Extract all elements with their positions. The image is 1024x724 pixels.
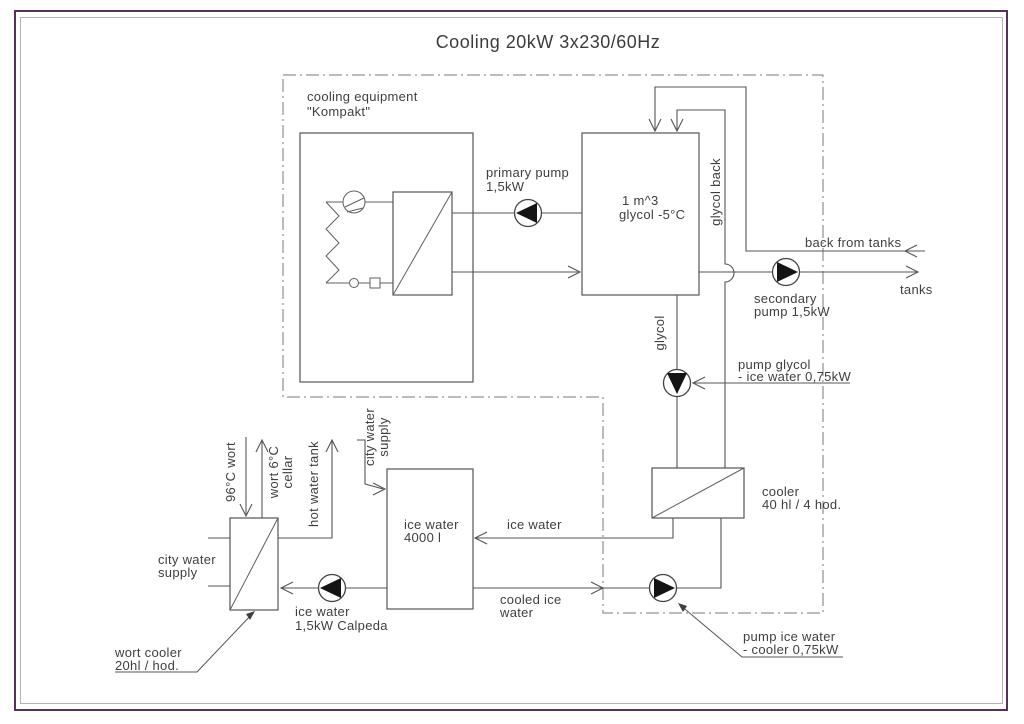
label-ice-water-line: ice water [507,517,562,532]
cooler-label-1: cooler [762,484,800,499]
arrow-into-tank-top-right [670,118,684,133]
calpeda-pump-label-1: ice water [295,604,350,619]
wort-cooler: wort cooler 20hl / hod. [114,517,279,673]
ice-water-tank-label-1: ice water [404,517,459,532]
ice-water-tank: ice water 4000 l [386,468,474,610]
cooler-diagonal [651,467,745,519]
secondary-pump: secondary pump 1,5kW [754,257,830,319]
arrow-wort-out [255,438,269,453]
label-wort-in: 96°C wort [223,442,238,502]
kompakt-label-2: "Kompakt" [307,104,370,119]
label-city-water-wort-2: supply [158,565,198,580]
arrow-to-tanks [905,265,920,279]
glycol-pump-leader-arrow [691,376,706,390]
glycol-pump: pump glycol - ice water 0,75kW [662,357,851,398]
wort-cooler-label-1: wort cooler [114,645,182,660]
pipe-ice-water [475,518,674,539]
arrow-city-water-ice-tank [372,482,387,496]
label-wort-out-2: cellar [280,455,295,488]
compressor-vanes [344,197,365,213]
secondary-pump-triangle [777,262,798,282]
wort-cooler-label-2: 20hl / hod. [115,658,179,673]
kompakt-heat-exchanger-diagonal [392,191,453,296]
glycol-pump-label-2: - ice water 0,75kW [738,369,851,384]
ice-water-pump-leader-arrowhead [678,603,687,612]
arrow-into-tank-top-left [648,118,662,133]
page-border-inner [20,17,1003,704]
pipe-cooled-ice-water [473,518,722,589]
evaporator-coil [325,201,340,284]
label-cooled-ice-1: cooled ice [500,592,562,607]
ice-water-pump-triangle [654,578,675,598]
label-tanks: tanks [900,282,933,297]
wort-cooler-leader [115,612,254,673]
primary-pump-label-2: 1,5kW [486,179,525,194]
pipe-glycol-back [676,109,735,468]
system-boundary [282,74,824,614]
label-glycol: glycol [652,315,667,350]
wort-cooler-leader-arrowhead [246,611,255,620]
pipe-back-from-tanks [654,86,925,252]
arrow-hot-water [325,438,339,453]
calpeda-pump-triangle [320,578,341,598]
glycol-ice-cooler: cooler 40 hl / 4 hod. [651,467,841,519]
glycol-tank-label-2: glycol -5°C [619,207,685,222]
ice-water-pump-label-2: - cooler 0,75kW [743,642,839,657]
label-cooled-ice-2: water [499,605,534,620]
arrow-ice-water [473,531,488,545]
secondary-pump-label-2: pump 1,5kW [754,304,830,319]
cooler-label-2: 40 hl / 4 hod. [762,497,841,512]
wort-cooler-diagonal [229,517,279,611]
pipe-hot-water [278,441,333,539]
ice-water-pump: pump ice water - cooler 0,75kW [648,573,843,658]
arrow-into-tank [567,265,582,279]
compressor-symbol [342,190,366,214]
filter-drier [369,277,381,289]
label-glycol-back: glycol back [708,158,723,226]
primary-pump: primary pump 1,5kW [486,165,569,228]
sight-glass [349,278,359,288]
arrow-cooled-ice-water [590,581,605,595]
page-border [14,10,1008,711]
kompakt-unit: cooling equipment "Kompakt" [299,89,474,383]
glycol-tank-box [581,132,700,296]
ice-water-pump-leader [679,604,843,658]
secondary-pump-label-1: secondary [754,291,817,306]
arrow-into-wort-cooler [279,581,294,595]
pipe-city-water-ice-tank [357,439,384,490]
line-labels: glycol back glycol back from tanks tanks… [158,158,933,620]
arrow-back-from-tanks [903,244,918,258]
page-border-outer [14,10,1008,711]
arrow-wort-in [239,503,253,518]
glycol-tank: 1 m^3 glycol -5°C [581,132,700,296]
glycol-tank-label-1: 1 m^3 [622,193,659,208]
glycol-pump-triangle [667,373,687,394]
calpeda-pump: ice water 1,5kW Calpeda [295,573,388,633]
label-city-water-ice-2: supply [376,417,391,457]
kompakt-label-1: cooling equipment [307,89,418,104]
glycol-pump-label-1: pump glycol [738,357,811,372]
ice-water-tank-box [386,468,474,610]
page-title: Cooling 20kW 3x230/60Hz [436,32,661,52]
label-wort-out-1: wort 6°C [266,446,281,499]
label-city-water-wort-1: city water [158,552,216,567]
primary-pump-label-1: primary pump [486,165,569,180]
calpeda-pump-label-2: 1,5kW Calpeda [295,618,388,633]
label-city-water-ice-1: city water [362,408,377,466]
label-hot-water-tank: hot water tank [306,441,321,527]
label-back-from-tanks: back from tanks [805,235,901,250]
ice-water-tank-label-2: 4000 l [404,530,441,545]
primary-pump-triangle [516,203,537,223]
ice-water-pump-label-1: pump ice water [743,629,836,644]
